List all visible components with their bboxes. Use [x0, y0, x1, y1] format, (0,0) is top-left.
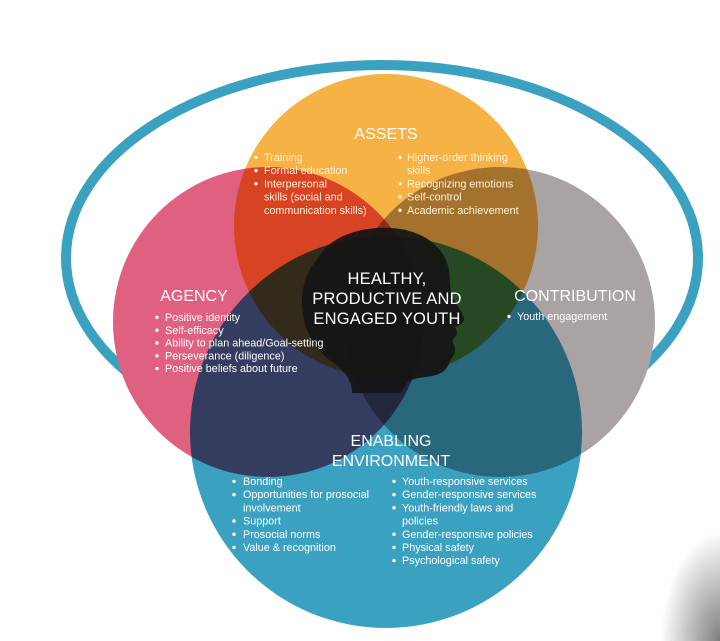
enabling-environment-right-list: Youth-responsive servicesGender-responsi…	[392, 476, 537, 567]
bullet-icon	[392, 558, 396, 563]
list-item-text: Prosocial norms	[243, 529, 321, 541]
bullet-icon	[254, 155, 258, 160]
list-item-text: Value & recognition	[243, 542, 336, 554]
agency-item: Positive identity	[155, 312, 241, 324]
contribution-title: CONTRIBUTION	[514, 288, 636, 305]
enabling-environment-item: Support	[232, 516, 281, 528]
bullet-icon	[392, 479, 396, 484]
agency-item: Ability to plan ahead/Goal-setting	[155, 338, 323, 350]
assets-item: Recognizing emotions	[398, 178, 514, 190]
list-item-text-continued: communication skills)	[264, 205, 367, 217]
list-item-text: Formal education	[264, 165, 347, 177]
list-item-text: Recognizing emotions	[407, 178, 514, 190]
list-item-text-continued: policies	[402, 516, 439, 528]
list-item-text-continued: skills (social and	[264, 192, 343, 204]
center-label-line-1: HEALTHY,	[348, 270, 427, 288]
bullet-icon	[232, 532, 236, 536]
bullet-icon	[232, 492, 236, 497]
list-item-text: Positive beliefs about future	[165, 363, 298, 375]
list-item-text: Youth-responsive services	[402, 476, 528, 488]
contribution-item: Youth engagement	[507, 311, 607, 323]
bullet-icon	[398, 208, 402, 212]
bullet-icon	[507, 314, 511, 319]
enabling-environment-circle	[190, 236, 582, 628]
list-item-text: Positive identity	[165, 312, 241, 324]
enabling-environment-item: Gender-responsive services	[392, 489, 537, 501]
contribution-list: Youth engagement	[507, 311, 607, 323]
assets-item: Academic achievement	[398, 205, 519, 217]
list-item-text: Self-efficacy	[165, 325, 224, 337]
bullet-icon	[254, 182, 258, 186]
list-item-text-continued: skills	[407, 165, 431, 177]
assets-item: Formal education	[254, 165, 347, 177]
assets-item: Interpersonal skills (social andcommunica…	[254, 178, 367, 217]
list-item-text: Self-control	[407, 192, 462, 204]
list-item-text: Psychological safety	[402, 555, 500, 567]
enabling-environment-item: Gender-responsive policies	[392, 529, 533, 541]
list-item-text: Youth engagement	[517, 311, 607, 323]
bullet-icon	[155, 366, 159, 371]
bullet-icon	[392, 492, 396, 497]
list-item-text: Youth-friendly laws and	[402, 502, 513, 514]
enabling-environment-title-line-1: ENABLING	[351, 433, 432, 450]
bullet-icon	[155, 354, 159, 358]
bullet-icon	[254, 168, 258, 173]
list-item-text-continued: involvement	[243, 502, 301, 514]
enabling-environment-title-line-2: ENVIRONMENT	[332, 453, 450, 470]
bullet-icon	[155, 315, 159, 320]
bullet-icon	[392, 506, 396, 510]
list-item-text: Opportunities for prosocial	[243, 489, 369, 501]
list-item-text: Support	[243, 516, 281, 528]
agency-title: AGENCY	[160, 288, 228, 305]
bullet-icon	[232, 545, 236, 550]
bullet-icon	[392, 532, 396, 536]
list-item-text: Gender-responsive policies	[402, 529, 533, 541]
list-item-text: Interpersonal	[264, 178, 327, 190]
list-item-text: Bonding	[243, 476, 283, 488]
list-item-text: Ability to plan ahead/Goal-setting	[165, 338, 323, 350]
list-item-text: Physical safety	[402, 542, 475, 554]
bullet-icon	[155, 328, 159, 332]
assets-title: ASSETS	[354, 126, 417, 143]
enabling-environment-item: Value & recognition	[232, 542, 336, 554]
enabling-environment-item: Bonding	[232, 476, 283, 488]
head-silhouette-icon	[302, 227, 465, 393]
assets-item: Self-control	[398, 192, 462, 204]
center-label-line-2: PRODUCTIVE AND	[312, 290, 462, 308]
list-item-text: Gender-responsive services	[402, 489, 537, 501]
enabling-environment-item: Youth-friendly laws and policies	[392, 502, 513, 528]
enabling-environment-item: Physical safety	[392, 542, 475, 554]
bullet-icon	[232, 519, 236, 523]
list-item-text: Training	[264, 152, 303, 164]
agency-item: Perseverance (diligence)	[155, 350, 284, 362]
enabling-environment-item: Psychological safety	[392, 555, 500, 567]
bullet-icon	[392, 545, 396, 550]
bullet-icon	[232, 479, 236, 484]
list-item-text: Higher-order thinking	[407, 152, 508, 164]
enabling-environment-item: Youth-responsive services	[392, 476, 528, 488]
assets-item: Training	[254, 152, 303, 164]
bullet-icon	[398, 195, 402, 199]
agency-item: Self-efficacy	[155, 325, 224, 337]
enabling-environment-item: Prosocial norms	[232, 529, 321, 541]
center-label-line-3: ENGAGED YOUTH	[313, 310, 460, 328]
bullet-icon	[398, 182, 402, 186]
bullet-icon	[155, 341, 159, 345]
agency-item: Positive beliefs about future	[155, 363, 298, 375]
list-item-text: Academic achievement	[407, 205, 519, 217]
list-item-text: Perseverance (diligence)	[165, 350, 284, 362]
bullet-icon	[398, 155, 402, 160]
